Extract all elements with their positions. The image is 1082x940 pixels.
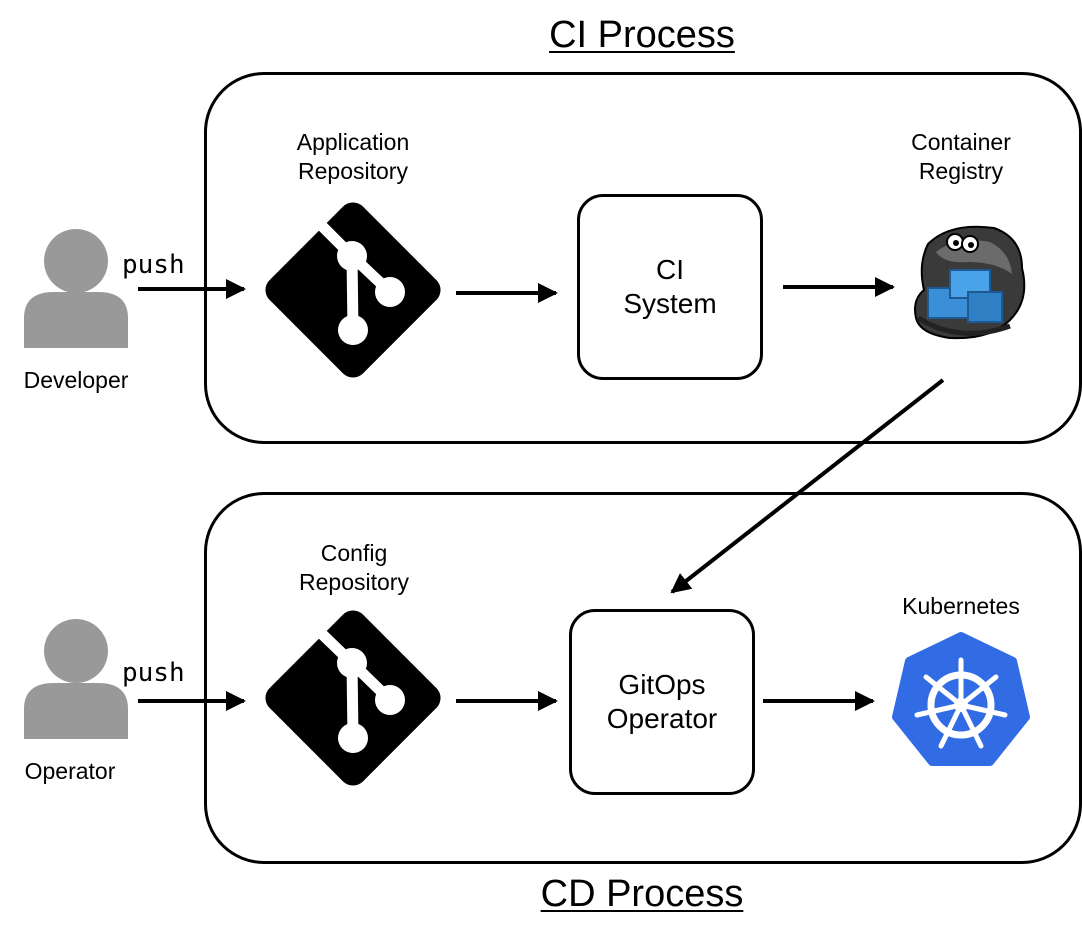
- gitops-operator-label-line1: GitOps: [618, 669, 706, 700]
- git-icon[interactable]: [260, 605, 447, 792]
- config-repository-label-line1: Config: [320, 540, 388, 566]
- application-repository-label: Application Repository: [297, 128, 410, 186]
- cd-process-title: CD Process: [540, 873, 744, 915]
- person-icon: [24, 619, 128, 739]
- gitops-operator-node[interactable]: GitOps Operator: [569, 609, 755, 795]
- harbor-registry-icon[interactable]: [914, 225, 1026, 340]
- arrow-registry-to-gitops-operator: [670, 378, 945, 594]
- operator-label: Operator: [24, 758, 116, 784]
- ci-process-panel: [204, 72, 1082, 444]
- ci-system-node[interactable]: CI System: [577, 194, 763, 380]
- ci-system-label-line1: CI: [655, 254, 684, 285]
- ci-system-label-line2: System: [623, 288, 717, 319]
- gitops-operator-label-line2: Operator: [606, 703, 718, 734]
- cd-process-panel: [204, 492, 1082, 864]
- operator-push-label: push: [122, 658, 185, 688]
- developer-label: Developer: [23, 367, 129, 393]
- person-icon: [24, 229, 128, 348]
- kubernetes-label: Kubernetes: [902, 593, 1020, 619]
- config-repository-label-line2: Repository: [299, 569, 409, 595]
- kubernetes-icon[interactable]: [892, 632, 1030, 766]
- application-repository-label-line2: Repository: [298, 158, 408, 184]
- config-repository-label: Config Repository: [299, 539, 409, 597]
- container-registry-label: Container Registry: [911, 128, 1011, 186]
- git-icon[interactable]: [260, 197, 447, 384]
- developer-push-label: push: [122, 250, 185, 280]
- ci-process-title: CI Process: [549, 14, 735, 56]
- container-registry-label-line1: Container: [911, 129, 1011, 155]
- application-repository-label-line1: Application: [296, 129, 410, 155]
- container-registry-label-line2: Registry: [918, 158, 1004, 184]
